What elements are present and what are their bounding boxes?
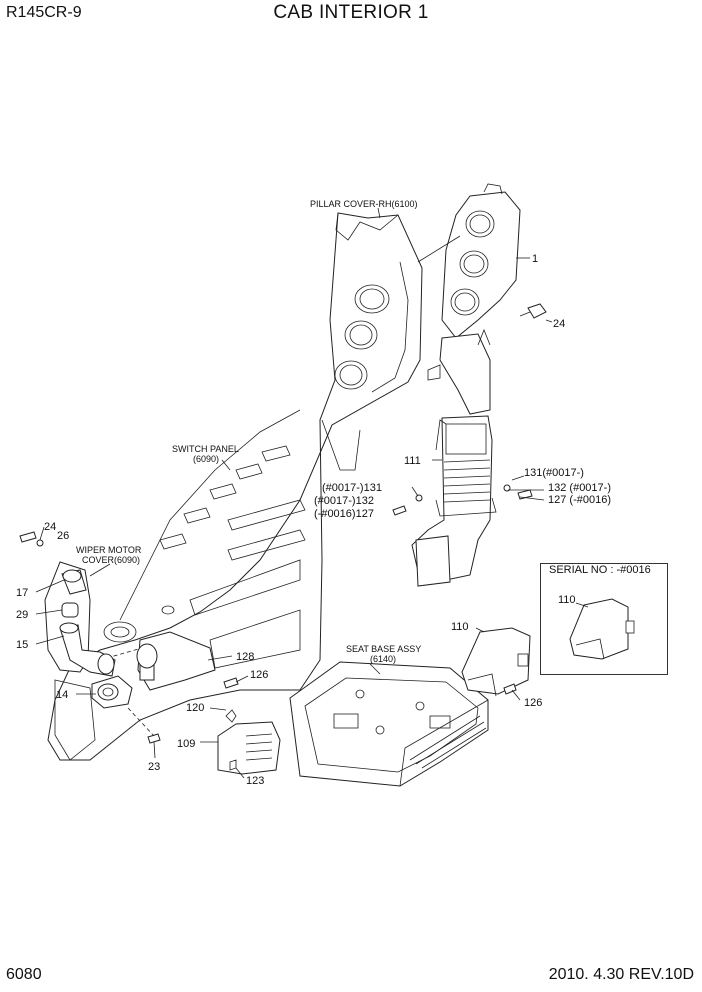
pillar-cover-caption: PILLAR COVER-RH(6100) [310, 199, 418, 209]
callout-17: 17 [16, 587, 28, 599]
callout-26: 26 [57, 530, 69, 542]
callout-131-left: (#0017-)131 [322, 482, 382, 494]
seat-base-caption: SEAT BASE ASSY [346, 644, 421, 654]
callout-131-right: 131(#0017-) [524, 467, 584, 479]
callout-14: 14 [56, 689, 68, 701]
duct-111-drawing [411, 415, 497, 587]
callout-23: 23 [148, 761, 160, 773]
page-title: CAB INTERIOR 1 [273, 2, 429, 23]
wiper-cover-ref: COVER(6090) [82, 555, 140, 565]
revision-date: 2010. 4.30 REV.10D [548, 966, 694, 983]
screws-131-132-127 [392, 484, 533, 516]
callout-29: 29 [16, 609, 28, 621]
callout-126-right: 126 [524, 697, 542, 709]
duct-110-drawing [461, 627, 531, 697]
pillar-cover-drawing [47, 212, 423, 761]
page-number: 6080 [6, 966, 42, 983]
callout-24-left: 24 [44, 521, 56, 533]
callout-24-upper: 24 [553, 318, 565, 330]
model-code: R145CR-9 [6, 4, 82, 21]
callout-126-left: 126 [250, 669, 268, 681]
switch-panel-ref: (6090) [193, 454, 219, 464]
callout-128: 128 [236, 651, 254, 663]
screw-24-upper [519, 303, 547, 319]
seat-base-ref: (6140) [370, 654, 396, 664]
duct-part-1-drawing [427, 183, 521, 415]
callout-110: 110 [451, 621, 469, 633]
callout-132-right: 132 (#0017-) [548, 482, 611, 494]
seat-base-assy-drawing [289, 661, 489, 787]
serial-variant-drawing: 110 [558, 594, 635, 660]
duct-parts-left [59, 569, 133, 709]
callout-127-left: (-#0016)127 [314, 508, 374, 520]
callout-123: 123 [246, 775, 264, 787]
bracket-109-drawing [217, 709, 281, 775]
callout-109: 109 [177, 738, 195, 750]
callout-15: 15 [16, 639, 28, 651]
callout-127-right: 127 (-#0016) [548, 494, 611, 506]
switch-panel-caption: SWITCH PANEL [172, 444, 239, 454]
serial-variant-inset [540, 563, 668, 675]
callout-132-left: (#0017-)132 [314, 495, 374, 507]
serial-variant-title: SERIAL NO : -#0016 [549, 564, 651, 576]
callout-111: 111 [404, 455, 421, 467]
screws-misc [19, 531, 517, 744]
callout-120: 120 [186, 702, 204, 714]
wiper-cover-caption: WIPER MOTOR [76, 545, 142, 555]
leader-lines [35, 207, 553, 779]
inset-callout-110: 110 [558, 594, 576, 606]
outlet-128-drawing [136, 631, 216, 691]
callout-1: 1 [532, 253, 538, 265]
